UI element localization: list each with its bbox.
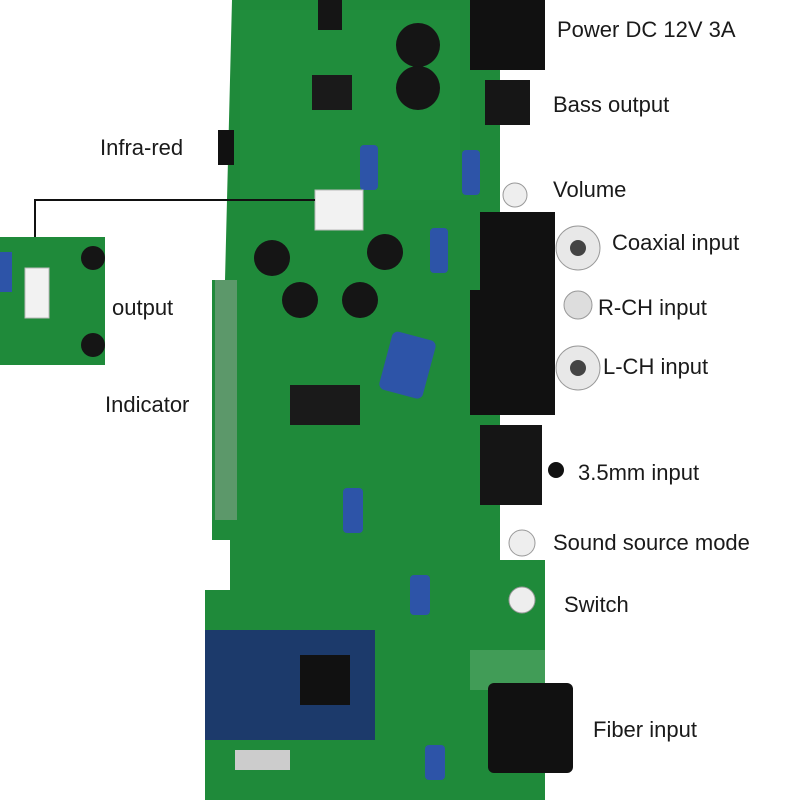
power-jack: [470, 0, 545, 70]
label-fiber: Fiber input: [593, 717, 697, 742]
label-rch: R-CH input: [598, 295, 707, 320]
bass-jack: [485, 80, 530, 125]
source-mode-button: [508, 529, 536, 557]
label-power: Power DC 12V 3A: [557, 17, 736, 42]
label-volume: Volume: [553, 177, 627, 202]
coaxial-jack: [480, 212, 555, 297]
infrared-sensor: [218, 130, 234, 165]
label-coaxial: Coaxial input: [612, 230, 740, 255]
label-lch: L-CH input: [603, 354, 709, 379]
indicator-strip: [215, 280, 237, 520]
label-aux: 3.5mm input: [578, 460, 700, 485]
aux-jack: [480, 425, 542, 505]
label-source-mode: Sound source mode: [553, 530, 750, 555]
label-output: output: [112, 295, 174, 320]
rch-lch-jacks: [470, 290, 555, 415]
label-switch: Switch: [564, 592, 629, 617]
inset-leader-line: [34, 199, 315, 237]
label-indicator: Indicator: [105, 392, 190, 417]
switch-button: [508, 586, 536, 614]
volume-knob: [502, 182, 528, 208]
fiber-jack: [488, 683, 573, 773]
label-bass-output: Bass output: [553, 92, 670, 117]
label-infrared: Infra-red: [100, 135, 184, 160]
output-connector: [314, 189, 364, 231]
